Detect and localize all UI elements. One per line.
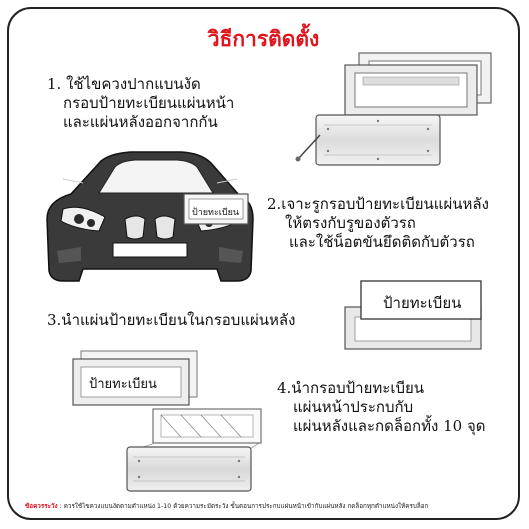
instruction-card: วิธีการติดตั้ง 1. ใช้ไขควงปากแบนงัด กรอบ… xyxy=(7,7,520,520)
caution-label: ข้อควรระวัง xyxy=(25,503,58,510)
plate-label-step-3: ป้ายทะเบียน xyxy=(383,294,462,312)
step-4-line-2: แผ่นหน้าประกบกับ xyxy=(293,398,414,416)
plate-label-car: ป้ายทะเบียน xyxy=(192,208,240,218)
plate-near-car xyxy=(183,193,249,225)
step-1-line-3: และแผ่นหลังออกจากกัน xyxy=(63,113,218,131)
step-3-line-1: 3.นำแผ่นป้ายทะเบียนในกรอบแผ่นหลัง xyxy=(47,311,296,329)
frame-assembly-illustration xyxy=(126,408,262,492)
plate-in-frame-illustration xyxy=(72,350,198,406)
page-title: วิธีการติดตั้ง xyxy=(207,27,320,51)
back-frame-illustration xyxy=(295,114,441,166)
step-1-line-1: 1. ใช้ไขควงปากแบนงัด xyxy=(47,75,201,93)
caution-text: : ควรใช้ไขควงแบนงัดตามตำแหน่ง 1-10 ด้วยค… xyxy=(57,503,429,510)
step-2-line-2: ให้ตรงกับรูของตัวรถ xyxy=(285,214,416,232)
car-illustration xyxy=(46,151,254,282)
plate-label-step-4: ป้ายทะเบียน xyxy=(89,377,157,392)
step-2-line-1: 2.เจาะรูกรอบป้ายทะเบียนแผ่นหลัง xyxy=(267,195,489,213)
step-3: 3.นำแผ่นป้ายทะเบียนในกรอบแผ่นหลัง xyxy=(47,311,295,330)
step-4: 4.นำกรอบป้ายทะเบียน แผ่นหน้าประกบกับ แผ่… xyxy=(277,379,486,436)
step-4-line-3: แผ่นหลังและกดล็อกทั้ง 10 จุด xyxy=(293,417,486,435)
step-2-line-3: และใช้น็อตขันยึดติดกับตัวรถ xyxy=(289,233,475,251)
caution-note: ข้อควรระวัง : ควรใช้ไขควงแบนงัดตามตำแหน่… xyxy=(25,501,428,511)
step-1-line-2: กรอบป้ายทะเบียนแผ่นหน้า xyxy=(63,94,235,112)
step-4-line-1: 4.นำกรอบป้ายทะเบียน xyxy=(277,379,425,397)
frame-separate-illustration xyxy=(344,52,492,116)
step-2: 2.เจาะรูกรอบป้ายทะเบียนแผ่นหลัง ให้ตรงกั… xyxy=(267,195,489,252)
plate-insert-illustration xyxy=(344,280,482,350)
step-1: 1. ใช้ไขควงปากแบนงัด กรอบป้ายทะเบียนแผ่น… xyxy=(47,75,234,132)
